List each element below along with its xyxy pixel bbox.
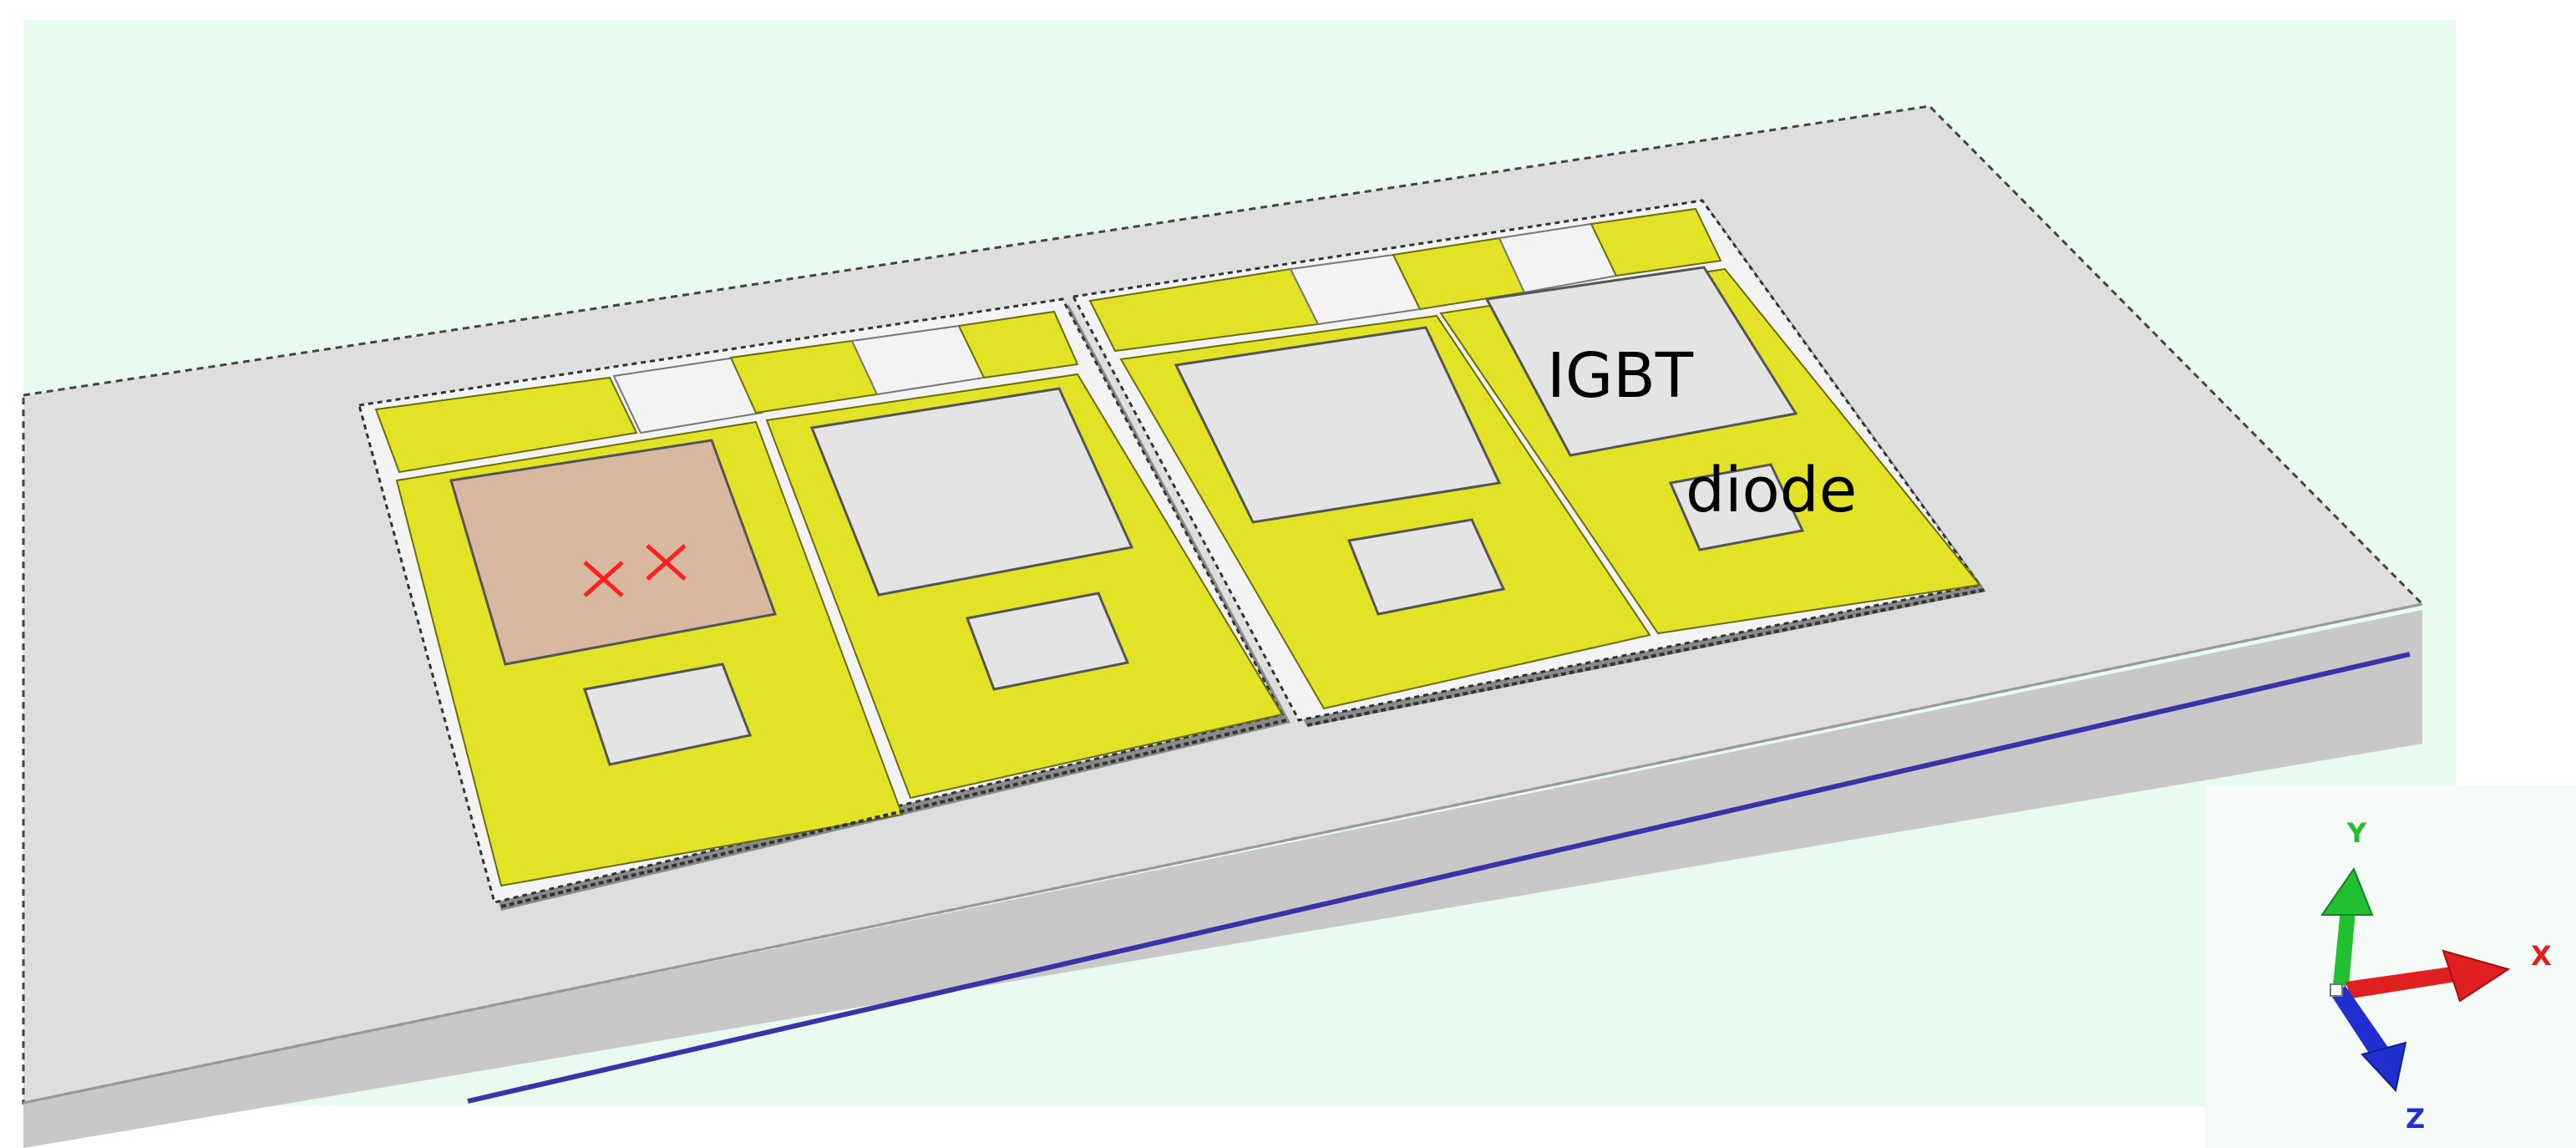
diode-label: diode bbox=[1686, 455, 1857, 526]
gate-pad-left-a bbox=[612, 356, 763, 434]
axis-panel-background bbox=[2205, 785, 2576, 1148]
cross-marker-2 bbox=[646, 544, 687, 581]
substrate-left-front-edge bbox=[500, 719, 1287, 908]
diode-chip-3 bbox=[1346, 518, 1506, 616]
highlighted-igbt-chip bbox=[449, 439, 778, 666]
axis-x-label: X bbox=[2531, 940, 2552, 972]
axis-z-shaft bbox=[2330, 986, 2393, 1064]
baseplate-front-face bbox=[23, 610, 2422, 1148]
igbt-label: IGBT bbox=[1547, 340, 1694, 412]
axis-origin bbox=[2330, 983, 2343, 997]
substrate-right bbox=[1071, 199, 1986, 727]
substrate-right-front-edge bbox=[1306, 588, 1985, 727]
axis-x-shaft bbox=[2345, 967, 2456, 998]
baseplate-edge bbox=[23, 602, 2423, 1105]
xyz-axis-triad-icon: Y X Z bbox=[2320, 817, 2552, 1135]
axis-y-label: Y bbox=[2346, 817, 2367, 849]
axis-y-shaft bbox=[2333, 909, 2355, 986]
igbt-chip-4 bbox=[1484, 266, 1798, 457]
diode-chip-2 bbox=[965, 592, 1130, 691]
cross-marker-icon bbox=[583, 544, 687, 597]
igbt-chip-3 bbox=[1174, 326, 1502, 524]
gate-strip-left-a bbox=[374, 376, 638, 474]
baseplate-seam-line bbox=[467, 652, 2411, 1104]
axis-y-arrowhead bbox=[2320, 866, 2374, 916]
substrate-left bbox=[357, 297, 1291, 911]
igbt-chip-2 bbox=[809, 387, 1134, 597]
cross-marker-1 bbox=[583, 561, 624, 597]
diode-chip-1 bbox=[583, 663, 753, 766]
diode-chip-4 bbox=[1668, 463, 1805, 551]
axis-x-arrowhead bbox=[2442, 949, 2511, 1003]
gate-strip-right-c bbox=[1590, 207, 1722, 277]
axis-z-label: Z bbox=[2406, 1103, 2425, 1135]
gate-strip-left-c bbox=[957, 310, 1079, 379]
axis-z-arrowhead bbox=[2360, 1041, 2407, 1093]
